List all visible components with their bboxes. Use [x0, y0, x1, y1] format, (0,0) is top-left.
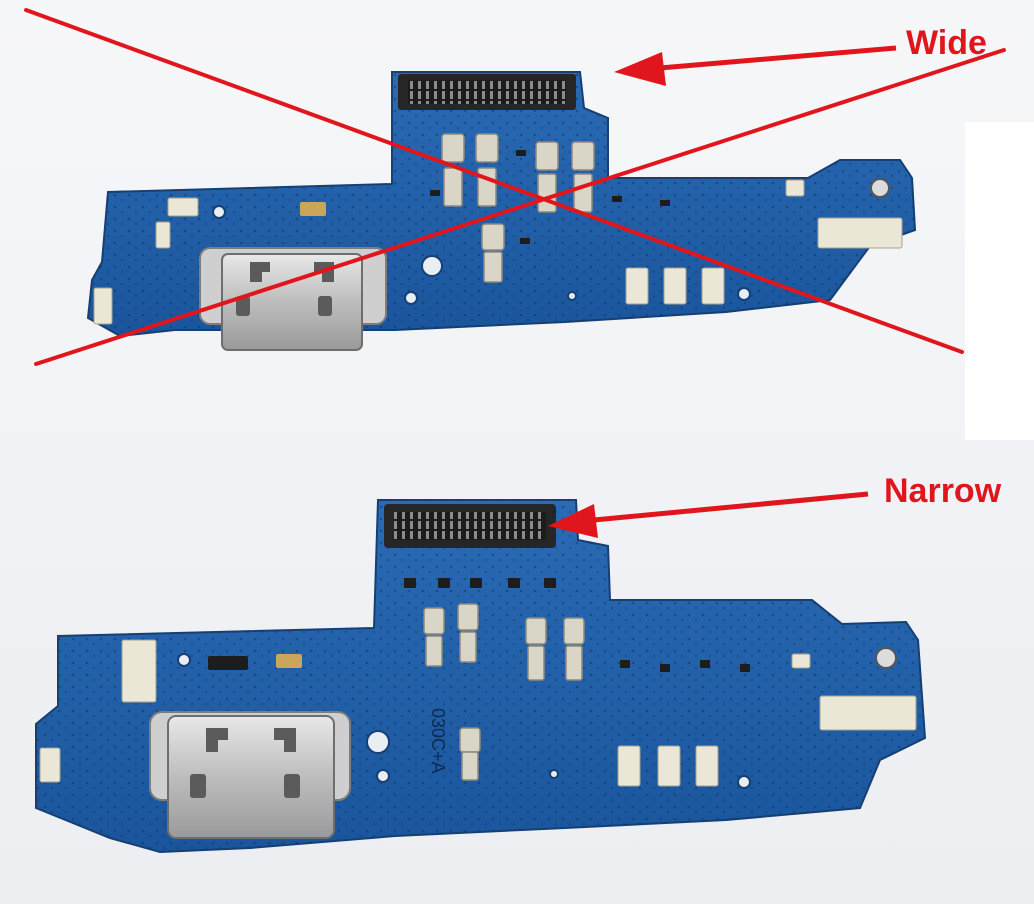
top-board-connector-pins	[408, 80, 566, 104]
bottom-board-components	[208, 578, 750, 672]
narrow-label: Narrow	[884, 472, 1002, 510]
wide-annotation: Wide	[614, 24, 987, 86]
white-panel	[965, 122, 1034, 440]
narrow-arrow-shaft	[593, 491, 869, 523]
bottom-board-spring-contacts	[423, 603, 585, 781]
bottom-board-holes	[177, 653, 751, 789]
top-board	[86, 71, 917, 351]
narrow-annotation: Narrow	[548, 472, 1002, 538]
cross-line-2	[34, 48, 1006, 366]
wide-arrow-head	[614, 52, 666, 86]
top-board-components	[300, 150, 670, 244]
bottom-board-marking: 030C+A	[428, 708, 448, 774]
wide-label: Wide	[906, 24, 987, 62]
wide-arrow-shaft	[659, 45, 897, 71]
bottom-board-pads	[39, 639, 917, 787]
top-board-antenna-connector	[870, 178, 890, 198]
bottom-board-usb-port	[149, 711, 351, 839]
top-board-usb-port	[199, 247, 387, 351]
cross-line-1	[24, 8, 964, 354]
narrow-arrow-head	[548, 504, 598, 538]
bottom-board-antenna-connector	[875, 647, 897, 669]
top-board-pads	[93, 179, 903, 325]
bottom-board: 030C+A	[35, 499, 927, 854]
rejection-cross	[24, 8, 1006, 366]
bottom-board-connector-pins	[394, 512, 546, 540]
top-board-holes	[212, 205, 751, 305]
